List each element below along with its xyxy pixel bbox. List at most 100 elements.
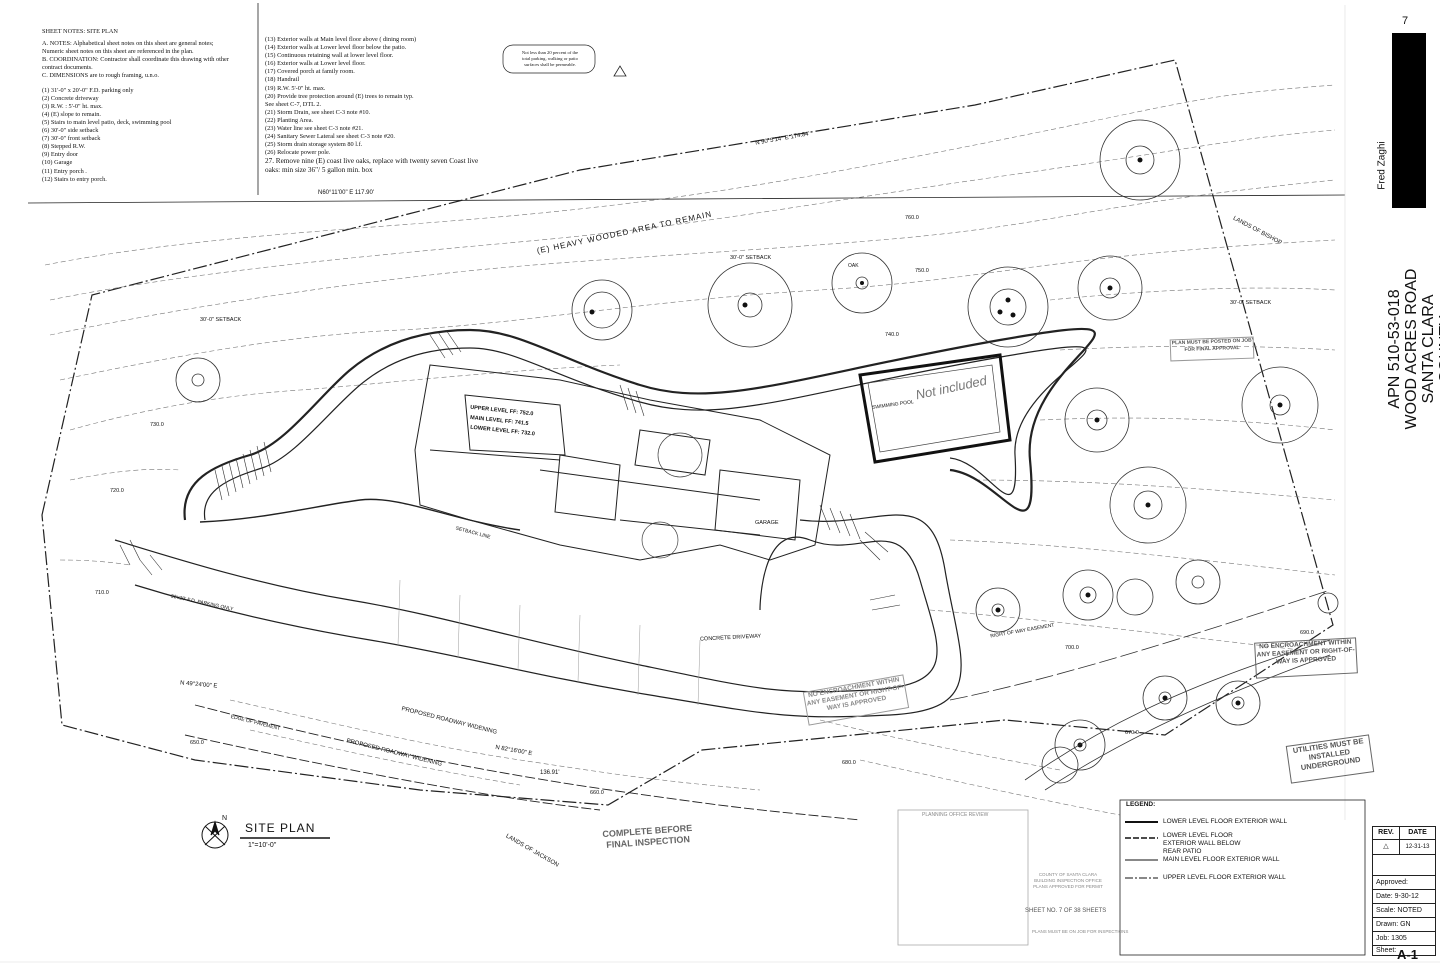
contour-label: 760.0 <box>905 215 919 221</box>
sheet-notes-heading: SHEET NOTES: SITE PLAN <box>42 28 118 35</box>
apn-number: APN 510-53-018 <box>1386 289 1403 409</box>
posted-bottom-stamp: PLANS MUST BE ON JOB FOR INSPECTIONS <box>1032 929 1129 934</box>
numbered-note: (10) Garage <box>42 159 73 167</box>
sheet-of-stamp: SHEET NO. 7 OF 38 SHEETS <box>1025 908 1107 914</box>
contour-label: 730.0 <box>150 422 164 428</box>
no-encroachment-stamp: NO ENCROACHMENT WITHIN ANY EASEMENT OR R… <box>1254 637 1358 679</box>
redaction-bar <box>1392 33 1426 208</box>
contour-label: 710.0 <box>95 590 109 596</box>
contour-label: 650.0 <box>190 740 204 746</box>
road-name: WOOD ACRES ROAD <box>1403 268 1420 430</box>
title-block: APN 510-53-018 WOOD ACRES ROAD SANTA CLA… <box>1386 264 1440 434</box>
setback-label: 30'-0" SETBACK <box>200 317 242 323</box>
contour-label: 740.0 <box>885 332 899 338</box>
drawn-row: Drawn: GN <box>1373 917 1435 931</box>
numbered-note: (25) Storm drain storage system 80 l.f. <box>265 141 363 149</box>
numbered-note: 27. Remove nine (E) coast live oaks, rep… <box>265 157 479 166</box>
numbered-note: (22) Planting Area. <box>265 116 314 124</box>
property-boundary <box>41 59 1334 806</box>
numbered-note: (21) Storm Drain, see sheet C-3 note #10… <box>265 108 371 116</box>
numbered-note: (13) Exterior walls at Main level floor … <box>265 36 417 43</box>
numbered-note: (3) R.W. : 5'-0" ht. max. <box>42 102 103 110</box>
county-approval-stamp: COUNTY OF SANTA CLARA BUILDING INSPECTIO… <box>1033 872 1103 889</box>
retaining-wall <box>183 327 1096 521</box>
delta-icon: △ <box>1373 840 1400 854</box>
legend-heading: LEGEND: <box>1126 801 1156 808</box>
numbered-note: (18) Handrail <box>265 76 300 84</box>
rev-date: 12-31-13 <box>1405 844 1430 850</box>
revision-block: REV. DATE △ 12-31-13 Approved: Date: 9-3… <box>1372 826 1436 961</box>
tree-tag: OAK <box>848 263 859 269</box>
revision-delta-icon <box>613 65 627 77</box>
tree-trunk-dots <box>589 157 1283 748</box>
scale-row: Scale: NOTED <box>1373 903 1435 917</box>
paving-note-line: Not less than 20 percent of the <box>521 50 579 55</box>
general-note: C. DIMENSIONS are to rough framing, u.n.… <box>42 72 160 80</box>
legend-item: UPPER LEVEL FLOOR EXTERIOR WALL <box>1163 874 1286 881</box>
numbered-note: (2) Concrete driveway <box>42 94 99 102</box>
general-note: B. COORDINATION: Contractor shall coordi… <box>42 56 229 64</box>
numbered-note: (23) Water line see sheet C-3 note #21. <box>265 125 363 133</box>
contour-label: 720.0 <box>110 488 124 494</box>
north-label: N <box>222 815 228 822</box>
numbered-note: (9) Entry door <box>42 151 79 159</box>
trees <box>175 119 1339 784</box>
paving-note-box <box>502 44 596 74</box>
paving-note-line: surfaces shall be permeable. <box>524 62 576 67</box>
numbered-note: (5) Stairs to main level patio, deck, sw… <box>42 118 172 126</box>
numbered-note: (7) 30'-0" front setback <box>42 135 101 143</box>
paving-note: Not less than 20 percent of the total pa… <box>512 50 588 68</box>
plan-scale: 1"=10'-0" <box>248 842 277 849</box>
numbered-note: (6) 30'-0" side setback <box>42 127 99 135</box>
setback-label: 30'-0" SETBACK <box>730 255 772 261</box>
contour-label: 670.0 <box>1125 730 1139 736</box>
sheet-row: Sheet: A-1 <box>1373 945 1435 966</box>
date-header: DATE <box>1408 829 1427 836</box>
house-footprint <box>414 364 831 561</box>
numbered-note: (1) 31'-0" x 20'-0" F.D. parking only <box>42 86 134 94</box>
designer-name: Fred Zaghi <box>1376 141 1388 190</box>
contour-label: 680.0 <box>842 760 856 766</box>
rev-header: REV. <box>1373 827 1400 839</box>
numbered-note: (16) Exterior walls at Lower level floor… <box>265 60 366 68</box>
setback-label: 30'-0" SETBACK <box>1230 300 1272 306</box>
numbered-note: (17) Covered porch at family room. <box>265 68 355 76</box>
contour-label: 660.0 <box>590 790 604 796</box>
general-note: contract documents. <box>42 64 93 72</box>
numbered-note: (19) R.W. 5'-0" ht. max. <box>265 84 326 92</box>
legend-item: LOWER LEVEL FLOOR EXTERIOR WALL <box>1163 818 1288 825</box>
numbered-note: (24) Sanitary Sewer Lateral see sheet C-… <box>265 133 395 141</box>
numbered-note: (12) Stairs to entry porch. <box>42 175 107 183</box>
plan-title: SITE PLAN <box>245 821 316 835</box>
numbered-note: (14) Exterior walls at Lower level floor… <box>265 44 407 52</box>
stairs <box>119 329 901 611</box>
contour-label: 690.0 <box>1300 630 1314 636</box>
legend-item: MAIN LEVEL FLOOR EXTERIOR WALL <box>1163 856 1280 863</box>
numbered-note: (8) Stepped R.W. <box>42 143 86 151</box>
sheet-notes: SHEET NOTES: SITE PLAN A. NOTES: Alphabe… <box>42 28 229 184</box>
numbered-note: (4) (E) slope to remain. <box>42 110 101 118</box>
sheet-notes-right: (13) Exterior walls at Main level floor … <box>265 36 478 174</box>
date-row: Date: 9-30-12 <box>1373 889 1435 903</box>
page-mark: 7 <box>1402 15 1409 27</box>
numbered-note: (20) Provide tree protection around (E) … <box>265 92 414 100</box>
general-note: Numeric sheet notes on this sheet are re… <box>42 48 194 56</box>
contour-label: 750.0 <box>915 268 929 274</box>
general-note: A. NOTES: Alphabetical sheet notes on th… <box>42 40 214 48</box>
job-row: Job: 1305 <box>1373 931 1435 945</box>
numbered-note: (11) Entry porch . <box>42 167 87 175</box>
sheet-number: A-1 <box>1397 947 1418 962</box>
numbered-note: (15) Continuous retaining wall at lower … <box>265 52 394 60</box>
county-name: SANTA CLARA COUNTY <box>1420 294 1440 404</box>
sheet-label: Sheet: <box>1376 947 1397 954</box>
paving-note-line: total parking, walking or patio <box>522 56 578 61</box>
legend-swatches <box>1125 821 1158 879</box>
numbered-note: (26) Relocate power pole. <box>265 149 331 157</box>
north-arrow-icon <box>201 820 229 849</box>
driveway-outline <box>114 536 938 693</box>
bearing-label: 136.91' <box>540 770 560 776</box>
numbered-note: See sheet C-7, DTL 2. <box>265 100 322 108</box>
legend-item: LOWER LEVEL FLOOR EXTERIOR WALL BELOW RE… <box>1163 832 1241 855</box>
bearing-label: N60°11'00" E 117.90' <box>318 190 374 196</box>
